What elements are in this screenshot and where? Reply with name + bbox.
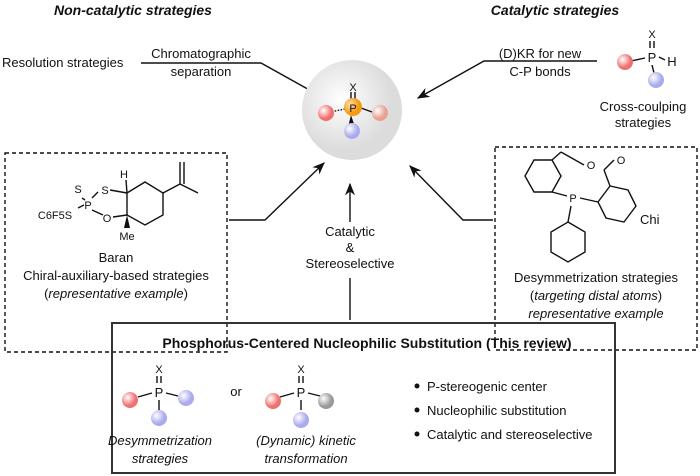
heading-catalytic: Catalytic strategies [491, 2, 620, 18]
bullet-item: P-stereogenic center [427, 379, 548, 394]
p-stereogenic-sphere: X P [302, 60, 402, 160]
center-line-2: & [346, 240, 355, 255]
chi-arrow [409, 165, 493, 221]
atom-s: S [74, 184, 81, 196]
baran-box [4, 152, 228, 353]
atom-p: P [569, 193, 576, 205]
kinetic-molecule: X P [265, 364, 334, 428]
bullet-icon [414, 407, 420, 413]
baran-molecule: S S P H O Me C6F5S [38, 162, 199, 243]
atom-x: X [648, 29, 656, 41]
desymmetrization-molecule: X P [122, 364, 194, 426]
atom-c6f5s: C6F5S [38, 210, 72, 222]
atom-p: P [297, 385, 306, 400]
or-label: or [230, 384, 242, 399]
heading-non-catalytic: Non-catalytic strategies [54, 2, 212, 18]
atom-h: H [120, 169, 128, 181]
resolution-label: Resolution strategies [2, 55, 124, 70]
resolution-arrow-top: Chromatographic [151, 46, 251, 61]
atom-o: O [587, 160, 596, 172]
chi-author: Chi [640, 212, 660, 227]
center-line-1: Catalytic [325, 224, 375, 239]
bullet-icon [414, 431, 420, 437]
atom-p: P [155, 385, 164, 400]
atom-s: S [101, 185, 108, 197]
atom-o: O [103, 213, 112, 225]
dkr-arrow-bottom: C-P bonds [509, 64, 571, 79]
chi-molecule: O P O Chi [524, 151, 660, 263]
atom-p: P [349, 103, 356, 115]
review-box [111, 322, 616, 474]
baran-author: Baran [99, 250, 134, 265]
atom-me: Me [119, 231, 134, 243]
atom-x: X [297, 364, 305, 376]
atom-h: H [667, 54, 676, 69]
atom-p: P [84, 200, 91, 212]
left-caption-2: strategies [132, 451, 189, 466]
right-caption-1: (Dynamic) kinetic [256, 433, 356, 448]
bullet-item: Catalytic and stereoselective [427, 427, 592, 442]
cross-coupling-molecule: X P H [617, 29, 677, 88]
right-caption-2: transformation [264, 451, 347, 466]
resolution-arrow-bottom: separation [171, 64, 232, 79]
atom-p: P [648, 50, 657, 65]
left-caption-1: Desymmetrization [108, 433, 212, 448]
chi-subcaption: (targeting distal atoms) [530, 288, 662, 303]
cross-coupling-caption-1: Cross-coulping [600, 99, 687, 114]
cross-coupling-caption-2: strategies [615, 115, 672, 130]
atom-o: O [617, 155, 626, 167]
baran-subcaption: (representative example) [44, 286, 188, 301]
atom-x: X [349, 82, 357, 94]
chi-box [494, 146, 698, 351]
center-line-3: Stereoselective [306, 256, 395, 271]
chi-subcaption-2: representative example [528, 306, 663, 321]
dkr-arrow-top: (D)KR for new [499, 46, 582, 61]
bullet-icon [414, 383, 420, 389]
resolution-arrow [141, 62, 324, 98]
chi-caption: Desymmetrization strategies [514, 270, 678, 285]
baran-caption: Chiral-auxiliary-based strategies [23, 268, 209, 283]
atom-x: X [155, 364, 163, 376]
baran-arrow [229, 162, 325, 221]
bullet-item: Nucleophilic substitution [427, 403, 566, 418]
dkr-arrow [416, 60, 597, 99]
review-title: Phosphorus-Centered Nucleophilic Substit… [162, 335, 571, 351]
